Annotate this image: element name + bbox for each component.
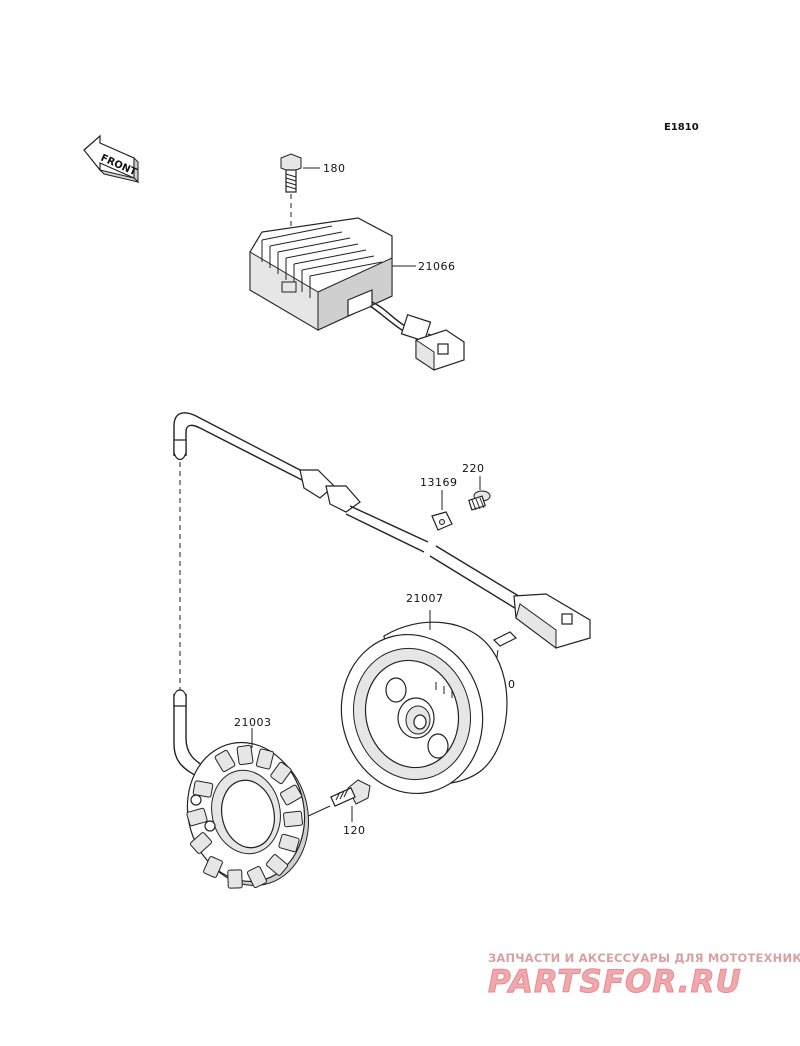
watermark-brand: PARTSFOR.RU — [488, 964, 742, 1000]
rotor-flywheel — [340, 610, 508, 795]
part-number-21066: 21066 — [418, 260, 456, 273]
bolt-120 — [303, 779, 371, 822]
part-number-13169: 13169 — [420, 476, 458, 489]
stator-coil — [186, 728, 310, 889]
part-number-120: 120 — [343, 824, 366, 837]
front-arrow-icon: FRONT — [83, 134, 140, 184]
part-number-21003: 21003 — [234, 716, 272, 729]
watermark-tagline: ЗАПЧАСТИ И АКСЕССУАРЫ ДЛЯ МОТОТЕХНИКИ — [488, 951, 800, 965]
regulator-rectifier — [249, 217, 465, 371]
bolt-220 — [468, 476, 491, 511]
diagram-code: E1810 — [664, 122, 699, 133]
stator-poles — [186, 744, 303, 889]
part-number-220: 220 — [462, 462, 485, 475]
watermark: ЗАПЧАСТИ И АКСЕССУАРЫ ДЛЯ МОТОТЕХНИКИ PA… — [488, 951, 800, 1001]
part-number-180: 180 — [323, 162, 346, 175]
wire-clamp-13169 — [431, 490, 453, 531]
bolt-180 — [280, 153, 320, 265]
stator-wire-harness — [173, 412, 591, 779]
part-number-21007: 21007 — [406, 592, 444, 605]
